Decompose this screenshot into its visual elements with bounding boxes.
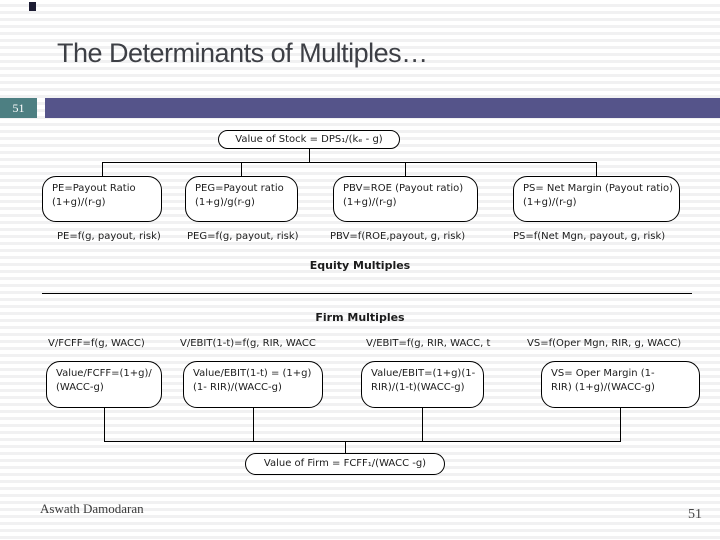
vebit-function-label: V/EBIT=f(g, RIR, WACC, t (366, 338, 491, 349)
connector-line (104, 441, 621, 442)
equity-multiples-label: Equity Multiples (309, 259, 411, 272)
vs-oper-margin-oval: VS= Oper Margin (1- RIR) (1+g)/(WACC-g) (541, 361, 700, 408)
oval-line: Value/EBIT=(1+g)(1- (371, 368, 476, 379)
page-title: The Determinants of Multiples… (57, 38, 428, 68)
vfcff-function-label: V/FCFF=f(g, WACC) (48, 338, 145, 349)
section-divider-line (42, 293, 692, 294)
oval-line: PE=Payout Ratio (52, 183, 136, 194)
connector-line (104, 408, 105, 441)
vebit1t-function-label: V/EBIT(1-t)=f(g, RIR, WACC (180, 338, 316, 349)
ps-oval: PS= Net Margin (Payout ratio) (1+g)/(r-g… (513, 176, 680, 222)
value-fcff-oval: Value/FCFF=(1+g)/ (WACC-g) (46, 361, 162, 408)
value-ebit-oval: Value/EBIT=(1+g)(1- RIR)/(1-t)(WACC-g) (361, 361, 484, 408)
pbv-oval: PBV=ROE (Payout ratio) (1+g)/(r-g) (333, 176, 478, 222)
oval-line: (1+g)/(r-g) (343, 197, 397, 208)
oval-line: (WACC-g) (56, 382, 104, 393)
footer-author: Aswath Damodaran (40, 501, 144, 516)
oval-line: Value of Stock = DPS₁/(kₑ - g) (235, 134, 383, 145)
oval-line: PEG=Payout ratio (195, 183, 284, 194)
oval-line: RIR) (1+g)/(WACC-g) (551, 382, 655, 393)
vs-function-label: VS=f(Oper Mgn, RIR, g, WACC) (527, 338, 682, 349)
connector-line (102, 162, 103, 176)
pbv-function-label: PBV=f(ROE,payout, g, risk) (330, 231, 466, 242)
footer-page-number: 51 (688, 507, 702, 522)
peg-oval: PEG=Payout ratio (1+g)/g(r-g) (185, 176, 298, 222)
oval-line: PS= Net Margin (Payout ratio) (523, 183, 674, 194)
oval-line: Value/FCFF=(1+g)/ (56, 368, 152, 379)
oval-line: VS= Oper Margin (1- (551, 368, 655, 379)
ps-function-label: PS=f(Net Mgn, payout, g, risk) (513, 231, 666, 242)
connector-line (422, 408, 423, 441)
oval-line: PBV=ROE (Payout ratio) (343, 183, 464, 194)
pe-function-label: PE=f(g, payout, risk) (57, 231, 161, 242)
value-of-stock-oval: Value of Stock = DPS₁/(kₑ - g) (218, 130, 400, 149)
peg-function-label: PEG=f(g, payout, risk) (187, 231, 299, 242)
oval-line: (1+g)/(r-g) (52, 197, 106, 208)
connector-line (253, 408, 254, 441)
connector-line (345, 441, 346, 454)
oval-line: (1- RIR)/(WACC-g) (193, 382, 282, 393)
value-of-firm-oval: Value of Firm = FCFF₁/(WACC -g) (245, 453, 445, 475)
pe-oval: PE=Payout Ratio (1+g)/(r-g) (42, 176, 162, 222)
connector-line (102, 162, 597, 163)
oval-line: Value of Firm = FCFF₁/(WACC -g) (263, 458, 427, 469)
connector-line (620, 408, 621, 441)
oval-line: (1+g)/(r-g) (523, 197, 577, 208)
connector-line (596, 162, 597, 176)
oval-line: Value/EBIT(1-t) = (1+g) (193, 368, 312, 379)
connector-line (405, 162, 406, 176)
oval-line: (1+g)/g(r-g) (195, 197, 255, 208)
oval-line: RIR)/(1-t)(WACC-g) (371, 382, 465, 393)
firm-multiples-label: Firm Multiples (315, 311, 405, 324)
value-ebit1t-oval: Value/EBIT(1-t) = (1+g) (1- RIR)/(WACC-g… (183, 361, 323, 408)
connector-line (309, 149, 310, 162)
header-accent-bar (45, 98, 720, 118)
slide-number-badge: 51 (0, 98, 37, 118)
corner-mark (29, 2, 36, 11)
connector-line (241, 162, 242, 176)
